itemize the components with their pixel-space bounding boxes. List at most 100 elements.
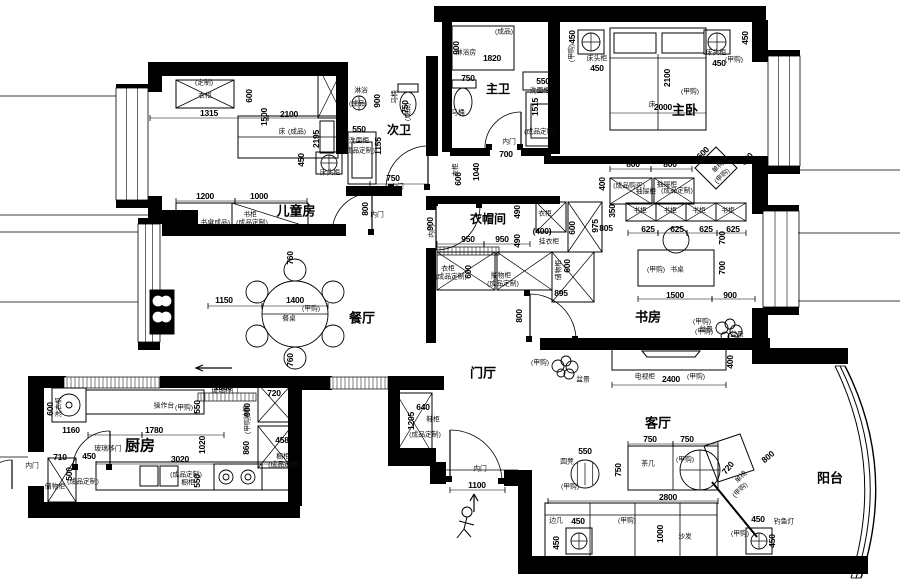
dim-label: 550 (191, 400, 202, 414)
dim-label: 750 (680, 433, 694, 444)
dim-label: 800 (663, 158, 677, 169)
anno-label: 餐桌 (282, 315, 296, 323)
anno-label: (成品定制) (435, 273, 467, 281)
dim-label: 600 (44, 402, 55, 416)
anno-label: 书柜 (633, 207, 647, 215)
anno-label: (甲购) (617, 517, 637, 525)
dim-label: 450 (566, 30, 577, 44)
dim-label: 710 (53, 451, 67, 462)
anno-label: (甲购) (301, 305, 321, 313)
dim-label: 640 (416, 401, 430, 412)
dim-label: 2100 (661, 68, 672, 88)
room-label: 主卧 (671, 102, 699, 118)
room-label: 门厅 (469, 365, 497, 381)
anno-label: 洗面柜 (529, 87, 551, 95)
dim-label: 1100 (468, 479, 486, 490)
dim-label: 450 (766, 534, 777, 548)
dim-label: 550 (536, 75, 550, 86)
anno-label: (定制) (194, 79, 214, 87)
anno-label: 床 (278, 128, 286, 136)
dim-label: 800 (513, 309, 524, 323)
anno-label: (甲购) (560, 483, 580, 491)
dim-label: 3020 (170, 453, 190, 464)
dim-label: 500 (183, 217, 194, 231)
anno-label: (成品定制) (409, 431, 441, 439)
dim-label: 490 (511, 205, 522, 219)
dim-label: 1315 (199, 107, 219, 118)
anno-label: 边几 (549, 517, 563, 525)
room-label: 餐厅 (348, 310, 376, 326)
dim-label: 450 (550, 536, 561, 550)
anno-label: 盆景 (576, 376, 590, 384)
dim-label: 900 (723, 289, 737, 300)
anno-label: 抽屉柜 (656, 181, 678, 189)
dim-label: 1200 (195, 190, 215, 201)
dim-label: 1500 (665, 289, 685, 300)
anno-label: 沙发 (678, 533, 692, 541)
dim-label: 450 (295, 153, 306, 167)
dim-label: 750 (643, 433, 657, 444)
anno-label: 储物柜 (555, 259, 563, 281)
dim-label: 350 (606, 204, 617, 218)
dim-label: 950 (495, 233, 509, 244)
dim-label: 975 (589, 219, 600, 233)
anno-label: (甲购) (694, 328, 714, 336)
anno-label: 书柜 (692, 207, 706, 215)
anno-label: (甲购) (646, 266, 666, 274)
anno-label: 衣柜 (198, 92, 212, 100)
anno-label: 玻璃移门 (94, 445, 122, 453)
anno-label: 电视柜 (634, 373, 656, 381)
anno-label: 橱柜 (276, 453, 290, 461)
dim-label: 1205 (405, 411, 416, 431)
anno-label: (成品购买) (613, 182, 645, 190)
dim-label: 1515 (529, 97, 540, 117)
dim-label: 2000 (653, 101, 673, 112)
room-label: 阳台 (816, 470, 844, 486)
room-label: 客厅 (644, 415, 672, 431)
anno-label: (成品) (211, 219, 231, 227)
anno-label: 钓鱼灯 (773, 518, 795, 526)
anno-label: (甲购) (675, 456, 695, 464)
anno-label: 储物柜 (44, 483, 66, 491)
dim-label: 700 (716, 261, 727, 275)
anno-label: (甲购) (174, 404, 194, 412)
dim-label: 450 (739, 31, 750, 45)
anno-label: 茶几 (641, 460, 655, 468)
anno-label: 马桶 (391, 90, 399, 104)
anno-label: (成品定制) (487, 280, 519, 288)
anno-label: (成品) (404, 102, 412, 122)
anno-label: 内门 (428, 224, 436, 238)
anno-label: (成品定制) (343, 147, 375, 155)
dim-label: 550 (352, 123, 366, 134)
dim-label: 490 (511, 234, 522, 248)
anno-label: 书桌 (200, 219, 214, 227)
dim-label: 800 (626, 158, 640, 169)
anno-label: 洗面柜 (348, 137, 370, 145)
anno-label: (甲购) (724, 56, 744, 64)
anno-label: 淋浴房 (455, 49, 477, 57)
anno-label: 内门 (25, 462, 39, 470)
room-label: 厨房 (124, 437, 156, 455)
dim-label: 550 (578, 445, 592, 456)
dim-label: 895 (554, 287, 568, 298)
room-label: 书房 (634, 309, 662, 325)
dim-label: 450 (590, 62, 604, 73)
dim-label: 1000 (249, 190, 269, 201)
dim-label: 800 (359, 202, 370, 216)
dim-label: 750 (612, 463, 623, 477)
anno-label: 操作台 (153, 402, 175, 410)
anno-label: (成品) (348, 100, 368, 108)
dim-label: 1820 (482, 52, 502, 63)
anno-label: 内门 (370, 211, 384, 219)
dim-label: 750 (461, 72, 475, 83)
anno-label: 淋浴 (354, 87, 368, 95)
anno-label: 衣柜 (538, 210, 552, 218)
dim-label: 1000 (654, 524, 665, 544)
anno-label: 书柜 (663, 207, 677, 215)
anno-label: 搁物柜 (490, 272, 512, 280)
dim-label: 950 (461, 233, 475, 244)
dim-label: 1020 (196, 435, 207, 455)
dim-label: 1400 (285, 294, 305, 305)
